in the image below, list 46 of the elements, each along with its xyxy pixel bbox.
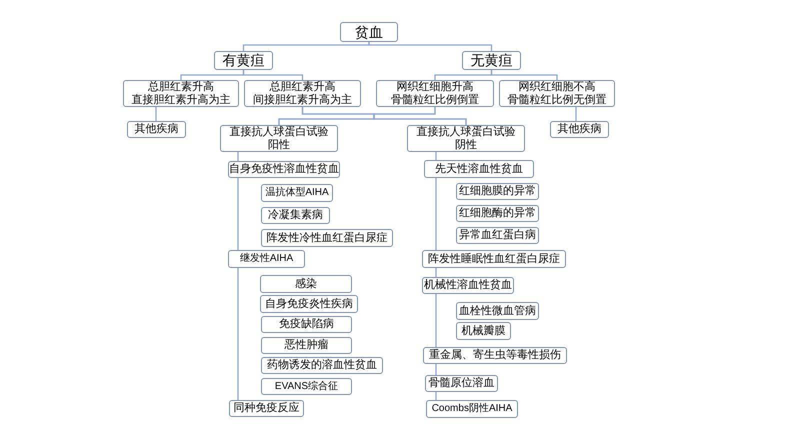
tree-box: 其他疾病 <box>127 121 186 138</box>
tree-box: 温抗体型AIHA <box>261 184 333 202</box>
tree-box: 感染 <box>260 275 352 293</box>
tree-box: 自身免疫性溶血性贫血 <box>228 161 340 178</box>
tree-box: 总胆红素升高 间接胆红素升高为主 <box>244 80 361 107</box>
tree-box: 自身免疫炎性疾病 <box>260 295 358 313</box>
connector-line <box>242 70 304 80</box>
tree-box: EVANS综合征 <box>261 378 352 395</box>
connector-line <box>435 364 437 375</box>
tree-box: 骨髓原位溶血 <box>425 375 498 392</box>
tree-box: 有黄疸 <box>214 51 273 70</box>
connector-line <box>490 70 558 80</box>
tree-box: 重金属、寄生虫等毒性损伤 <box>423 347 567 364</box>
tree-box: 免疫缺陷病 <box>261 316 352 333</box>
tree-box: 先天性溶血性贫血 <box>424 160 534 178</box>
tree-box: 恶性肿瘤 <box>261 337 352 354</box>
tree-box: 冷凝集素病 <box>261 207 330 224</box>
tree-box: 继发性AIHA <box>228 250 305 268</box>
connector-line <box>237 268 239 400</box>
tree-box: 红细胞酶的异常 <box>456 205 539 222</box>
connector-line <box>373 107 467 125</box>
tree-box: Coombs阴性AIHA <box>426 400 518 418</box>
tree-box: 直接抗人球蛋白试验 阴性 <box>407 125 525 152</box>
connector-line <box>237 178 239 250</box>
connector-line <box>575 107 577 121</box>
tree-box: 网织红细胞升高 骨髓粒红比例倒置 <box>376 80 494 107</box>
connector-line <box>435 294 437 347</box>
tree-box: 异常血红蛋白病 <box>456 227 539 244</box>
tree-box: 总胆红素升高 直接胆红素升高为主 <box>123 80 239 107</box>
tree-box: 同种免疫反应 <box>229 400 304 417</box>
tree-box: 机械性溶血性贫血 <box>422 277 514 294</box>
tree-box: 直接抗人球蛋白试验 阳性 <box>220 125 338 152</box>
connector-line <box>435 178 437 250</box>
tree-box: 其他疾病 <box>550 121 609 138</box>
connector-line <box>368 42 492 51</box>
tree-box: 阵发性睡眠性血红蛋白尿症 <box>422 250 566 268</box>
tree-box: 网织红细胞不高 骨髓粒红比例无倒置 <box>499 80 615 107</box>
tree-box: 红细胞膜的异常 <box>456 183 539 200</box>
tree-box: 无黄疸 <box>462 51 521 70</box>
connector-line <box>242 42 370 51</box>
tree-box: 血栓性微血管病 <box>456 302 539 320</box>
connector-line <box>155 107 157 121</box>
tree-box: 阵发性冷性血红蛋白尿症 <box>261 229 393 247</box>
tree-box: 机械瓣膜 <box>456 322 511 340</box>
tree-box: 贫血 <box>340 22 398 42</box>
tree-box: 药物诱发的溶血性贫血 <box>261 357 383 374</box>
